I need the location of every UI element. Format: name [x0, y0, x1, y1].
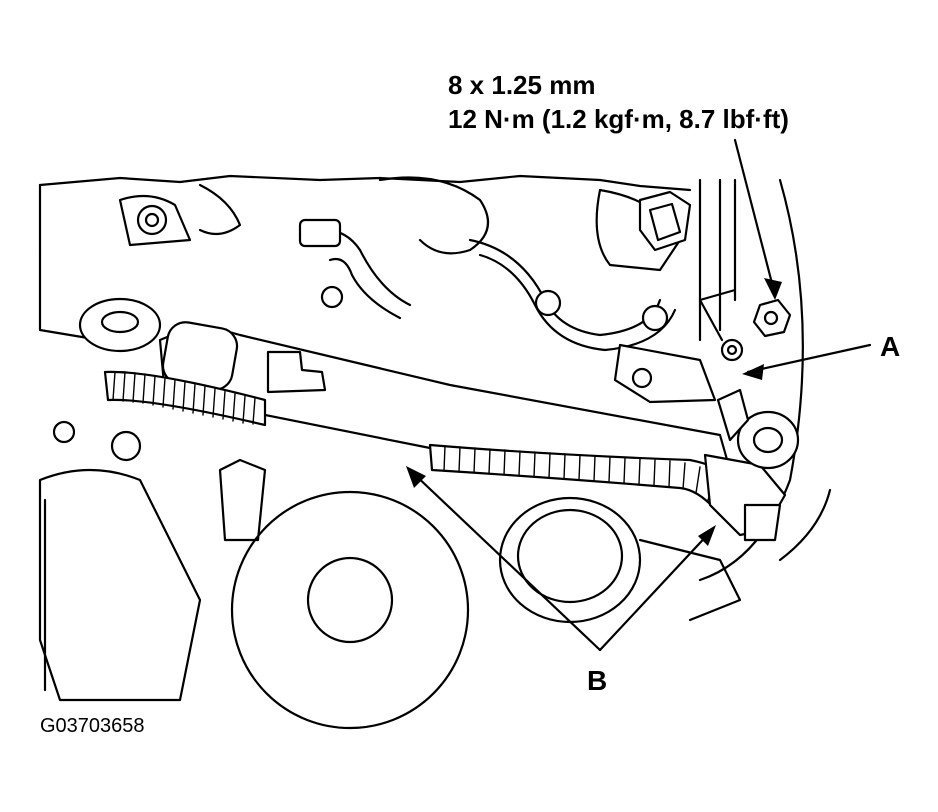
wire-harness — [103, 321, 787, 542]
callout-b-label: B — [587, 665, 608, 696]
bolt-size-label: 8 x 1.25 mm — [448, 70, 596, 100]
leader-lines — [406, 138, 872, 652]
ground-terminal-a — [613, 298, 800, 470]
figure-id-label: G03703658 — [40, 715, 145, 737]
engine-background-line-art — [38, 174, 832, 730]
torque-spec-label: 12 N·m (1.2 kgf·m, 8.7 lbf·ft) — [448, 104, 789, 134]
callout-a-label: A — [880, 331, 901, 362]
conduit-ribs-left — [112, 371, 256, 425]
